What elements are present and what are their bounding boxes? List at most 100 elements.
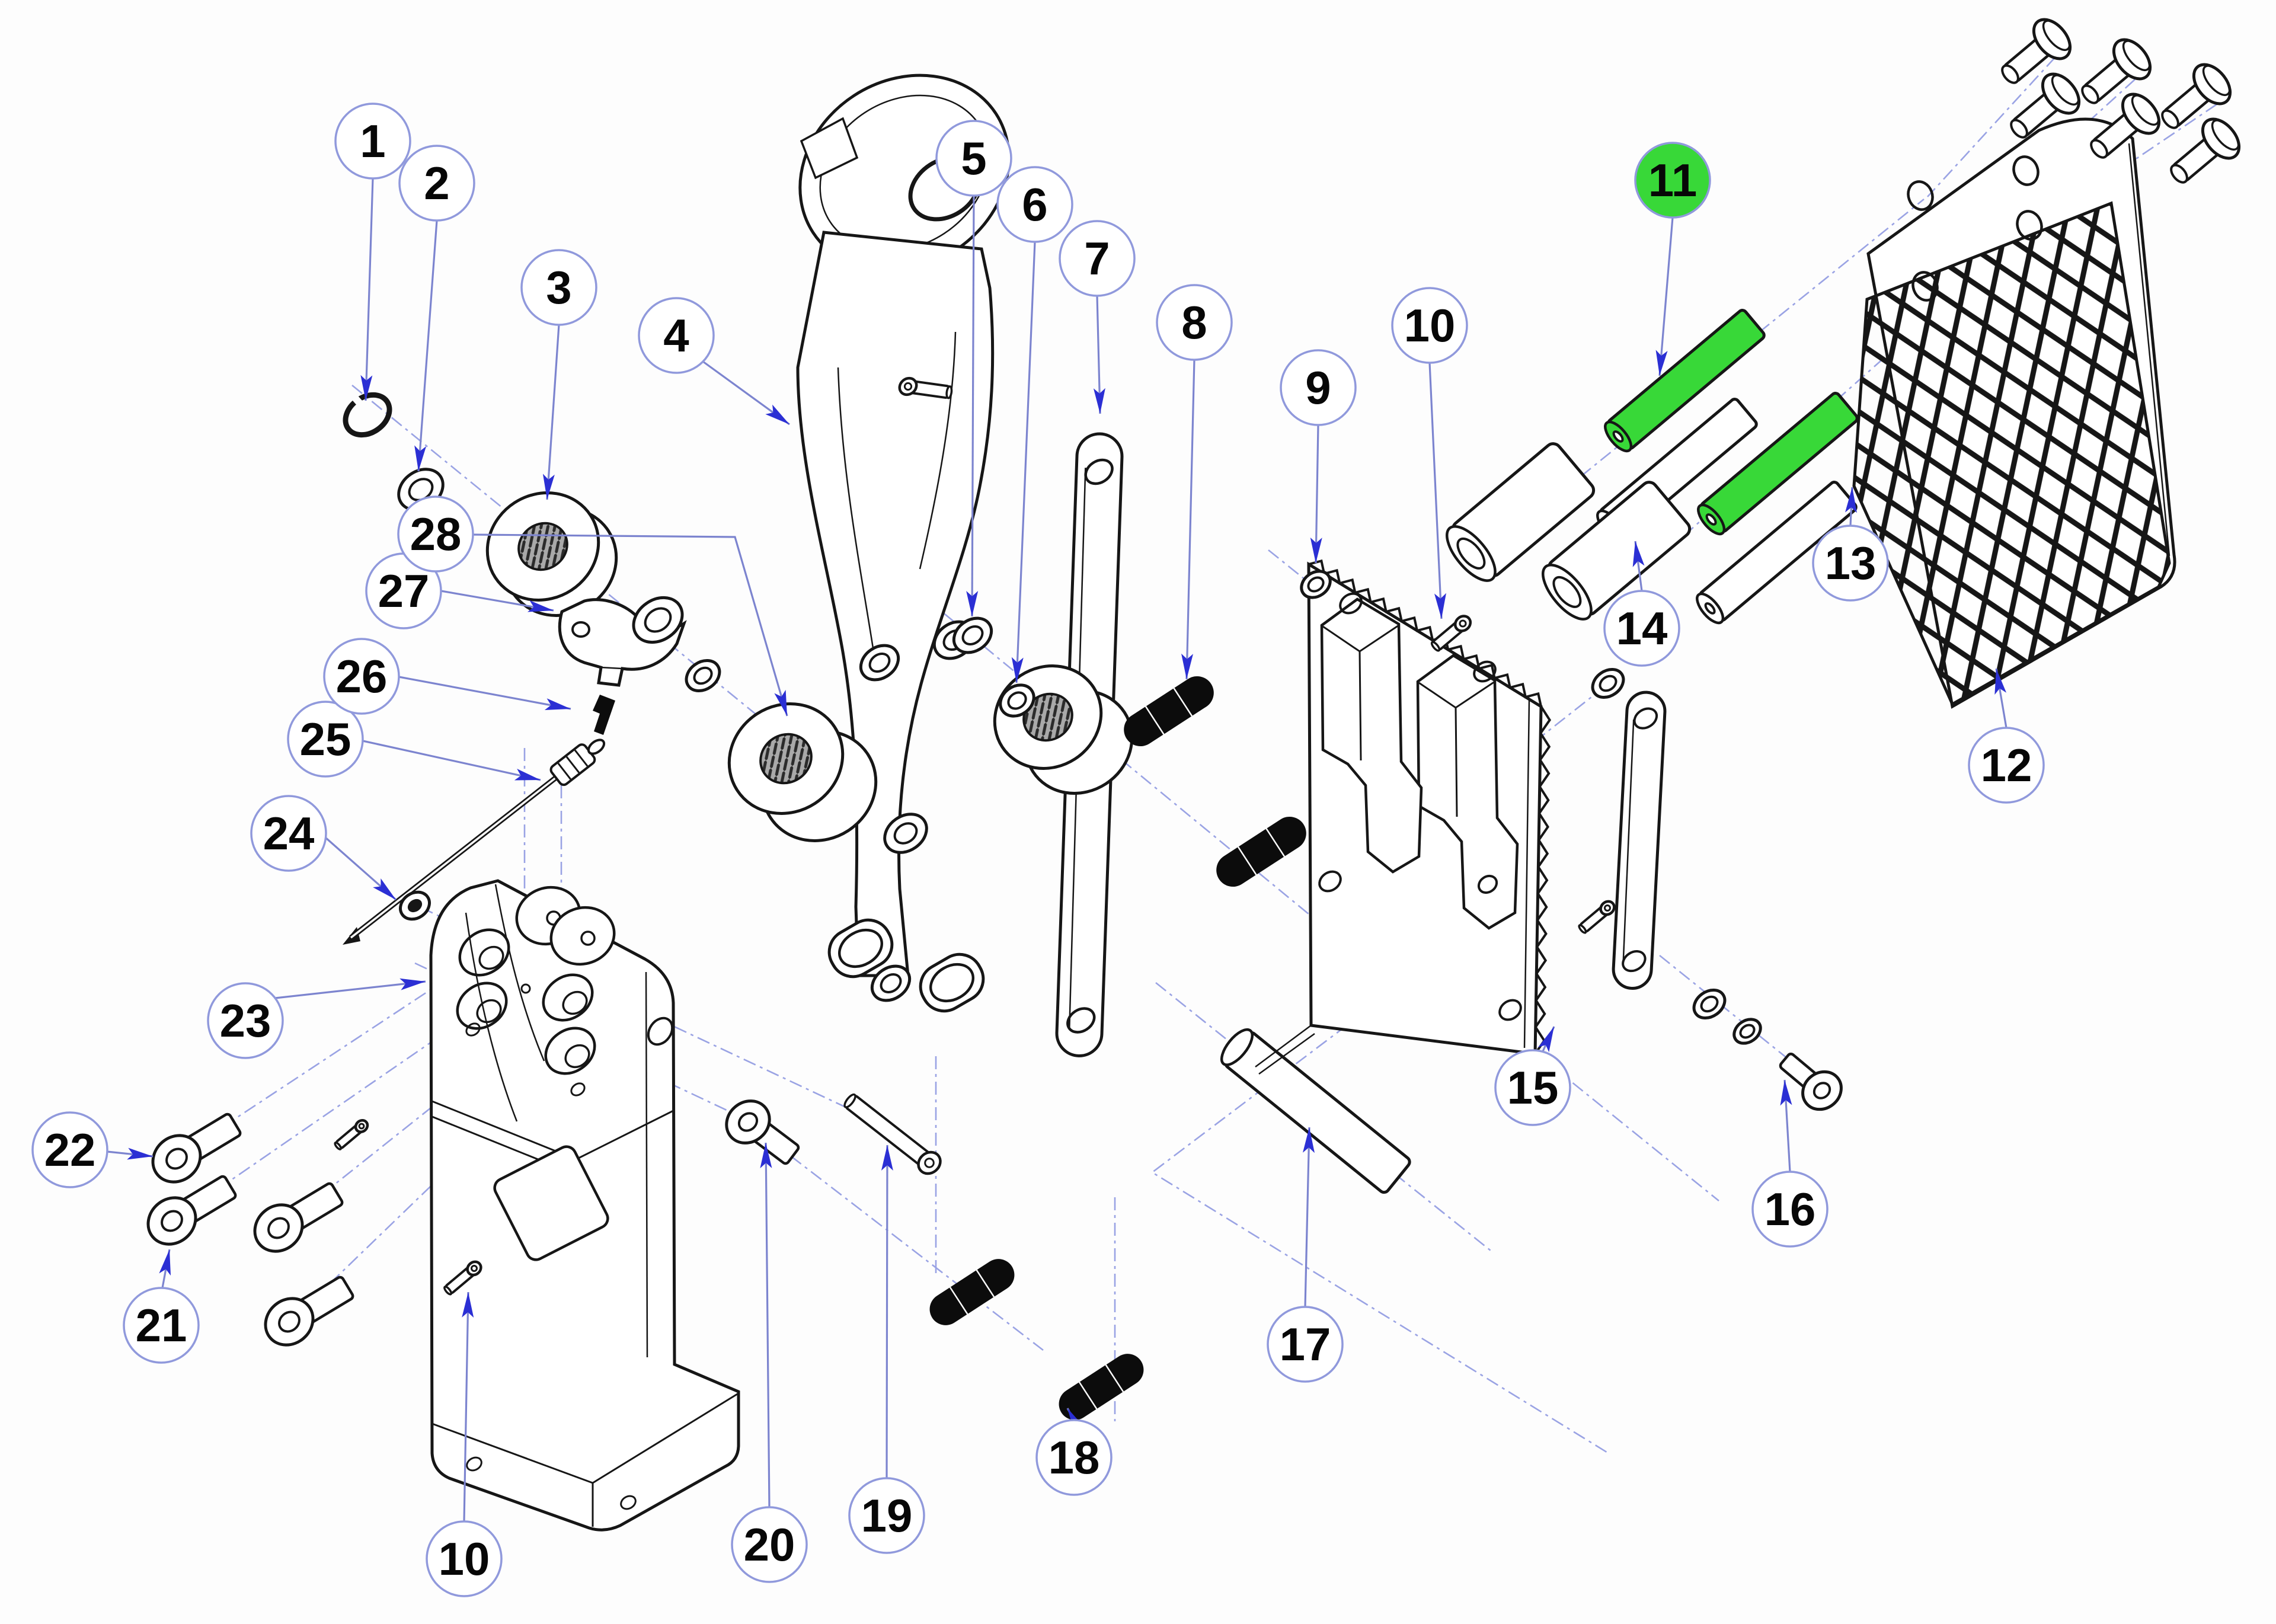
callout-15: 15 (1494, 1049, 1571, 1126)
machine-screw (843, 1093, 942, 1175)
callout-circle-4 (638, 297, 715, 374)
machine-screw (898, 376, 953, 399)
callout-circle-9 (1280, 349, 1357, 426)
plate-hole (1498, 999, 1522, 1021)
callout-circle-15 (1494, 1049, 1571, 1126)
plate-hole (1339, 592, 1363, 615)
callout-circle-8 (1156, 284, 1233, 361)
link-bar-right (1612, 690, 1667, 990)
callout-10b: 10 (426, 1520, 503, 1597)
callout-14: 14 (1603, 590, 1680, 667)
washer (1732, 1018, 1762, 1045)
locking-pin-highlighted (1697, 392, 1859, 536)
rail-inner-lines (1418, 680, 1495, 817)
machine-screw (443, 1260, 482, 1296)
callout-circle-28 (397, 495, 474, 573)
washer (1300, 570, 1332, 599)
wedge-rail-left (1320, 597, 1423, 874)
arm-head-notch (800, 117, 859, 180)
callout-circle-1 (334, 103, 411, 180)
leader-5 (966, 195, 979, 617)
arm-fork-lug (919, 952, 985, 1013)
callout-circle-23 (207, 982, 284, 1059)
callout-circle-5 (935, 120, 1012, 197)
centerline-1 (924, 596, 1344, 944)
washer (870, 964, 912, 1002)
callout-28: 28 (397, 495, 474, 573)
spacer-tube (1542, 481, 1692, 621)
callout-8: 8 (1156, 284, 1233, 361)
arm-fork-hole (837, 928, 884, 968)
leader-26 (398, 676, 571, 710)
callout-16: 16 (1751, 1171, 1829, 1248)
leader-8 (1181, 359, 1195, 680)
leader-11 (1655, 217, 1674, 376)
washer (685, 658, 721, 693)
leader-4 (702, 360, 790, 426)
housing-recess (493, 1145, 609, 1261)
leader-16 (1780, 1079, 1792, 1172)
flat-head-screw (725, 1099, 800, 1165)
callout-13: 13 (1812, 525, 1889, 602)
hex-nut (399, 890, 431, 921)
centerline-14 (293, 1052, 570, 1319)
plate-hole (1473, 660, 1497, 683)
callout-26: 26 (323, 638, 400, 715)
compression-spring (1124, 676, 1214, 747)
callout-1: 1 (334, 103, 411, 180)
arm-body-lines (837, 331, 957, 653)
plate-hole (1907, 180, 1934, 211)
callout-24: 24 (250, 795, 327, 872)
washer (1591, 667, 1625, 699)
callout-circle-3 (520, 249, 597, 326)
callout-3: 3 (520, 249, 597, 326)
flat-head-screw (151, 1112, 242, 1184)
centerline-17 (1552, 1066, 1719, 1202)
plate-hole (2012, 155, 2040, 186)
leader-6 (1011, 241, 1036, 683)
callout-2: 2 (398, 145, 475, 222)
centerline-20 (1927, 56, 2056, 197)
spring-clip (593, 695, 615, 735)
centerline-23 (750, 1124, 1044, 1351)
rivet (2010, 72, 2081, 139)
callout-5: 5 (935, 120, 1012, 197)
washer (859, 644, 900, 682)
rivet (2170, 117, 2241, 184)
rivet (2090, 92, 2161, 159)
leader-25 (362, 740, 541, 781)
leader-17 (1303, 1127, 1315, 1307)
leader-12 (1994, 668, 2008, 728)
rubber-grip-pad (1852, 201, 2171, 706)
callout-circle-22 (31, 1111, 108, 1188)
machine-screw (1578, 900, 1616, 934)
serrated-edge (1308, 559, 1542, 707)
callout-circle-6 (996, 166, 1073, 243)
assembly-centerlines (175, 56, 2217, 1454)
callout-circle-16 (1751, 1171, 1829, 1248)
callout-circle-13 (1812, 525, 1889, 602)
centerline-25 (1463, 685, 1606, 798)
serrated-edge (1534, 705, 1552, 1055)
leader-24 (324, 836, 397, 901)
side-hole (647, 1016, 674, 1046)
leader-9 (1310, 424, 1322, 564)
compression-spring (929, 1259, 1015, 1325)
arm-fork-hole (929, 963, 975, 1003)
wedge-rail-right (1416, 654, 1519, 930)
leader-18 (1066, 1408, 1085, 1434)
leader-15 (1538, 1026, 1555, 1053)
release-rod (343, 739, 606, 945)
housing-base-rim (431, 1393, 738, 1527)
callout-6: 6 (996, 166, 1073, 243)
flat-head-screw (1779, 1053, 1843, 1111)
callout-23: 23 (207, 982, 284, 1059)
pins-and-tubes (1220, 309, 1859, 1194)
leader-10b (462, 1291, 474, 1522)
parts-artwork (146, 18, 2241, 1532)
machine-screw (334, 1119, 369, 1150)
centerline-2 (1268, 549, 1427, 678)
leader-10a (1428, 362, 1447, 619)
